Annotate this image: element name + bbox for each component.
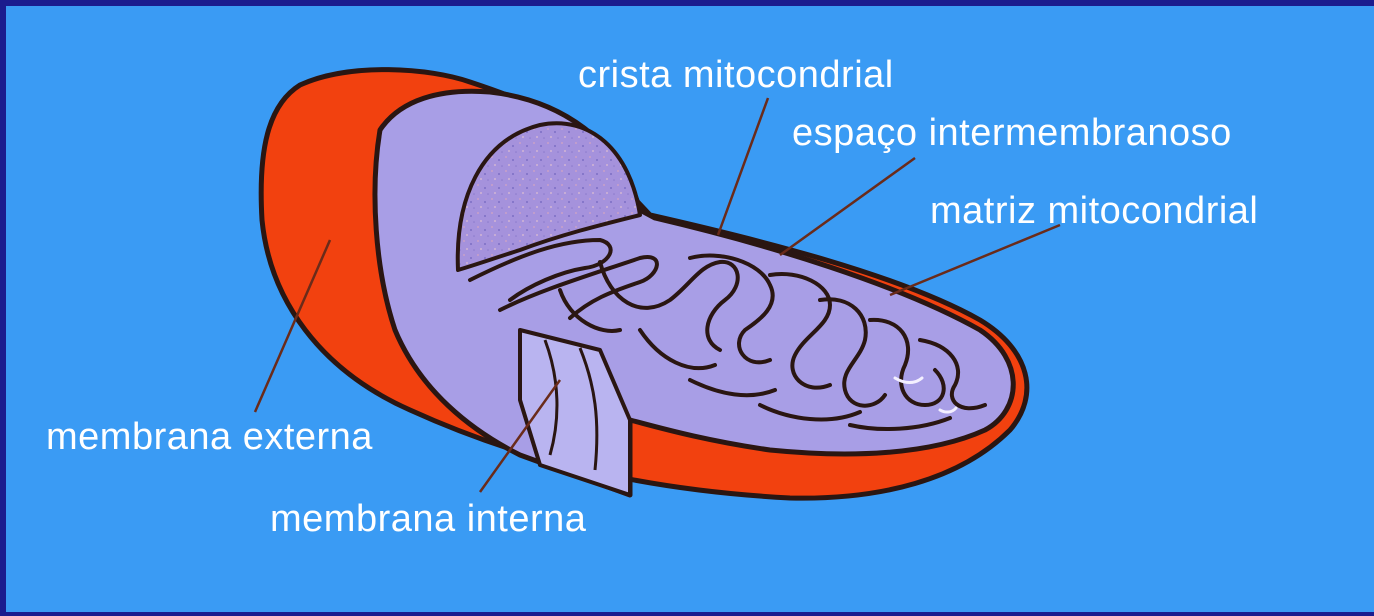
label-espaco-intermembranoso: espaço intermembranoso xyxy=(792,114,1232,152)
label-matriz-mitocondrial: matriz mitocondrial xyxy=(930,192,1258,230)
leader-crista xyxy=(718,98,768,235)
label-membrana-externa: membrana externa xyxy=(46,418,373,456)
label-crista-mitocondrial: crista mitocondrial xyxy=(578,56,894,94)
leader-intermembrane xyxy=(780,158,915,255)
label-membrana-interna: membrana interna xyxy=(270,500,586,538)
leader-matrix xyxy=(890,225,1060,295)
